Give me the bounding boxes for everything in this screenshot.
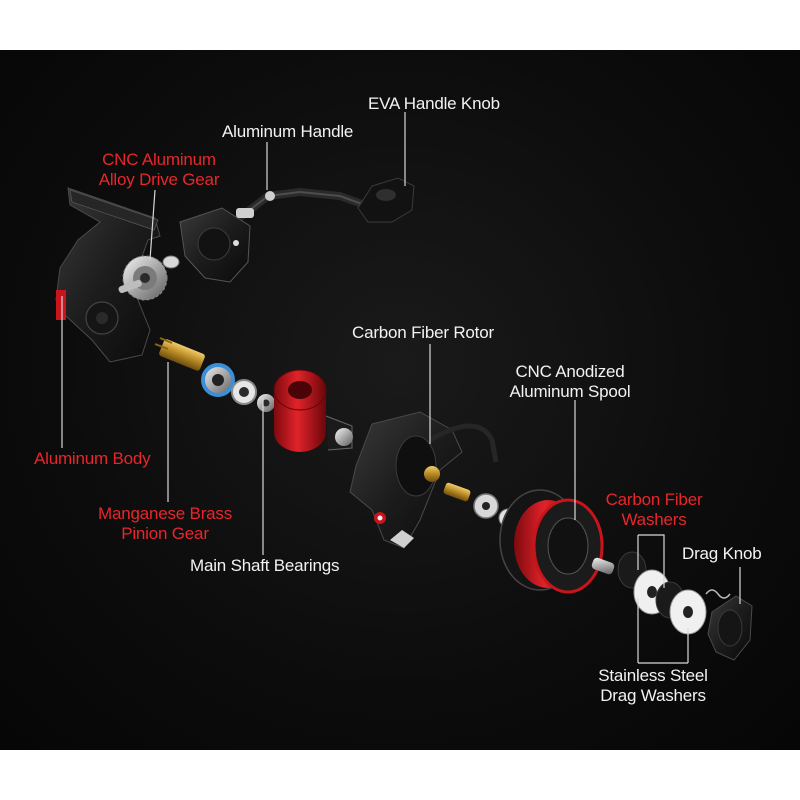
label-aluminum-body: Aluminum Body — [34, 449, 151, 468]
spool-icon — [499, 489, 615, 594]
leader-lines — [61, 112, 741, 664]
drag-washer-icon — [617, 551, 731, 635]
label-ss-washers-line2: Drag Washers — [600, 686, 706, 705]
drag-knob-icon — [707, 595, 753, 661]
label-cf-washers-line2: Washers — [621, 510, 687, 529]
leader-cf-washers — [637, 534, 665, 588]
label-ss-washers-line1: Stainless Steel — [598, 666, 708, 685]
rotor-icon — [349, 411, 499, 549]
label-spool: CNC Anodized Aluminum Spool — [502, 362, 638, 402]
label-aluminum-handle: Aluminum Handle — [222, 122, 354, 141]
label-spool-line1: CNC Anodized — [515, 362, 625, 381]
leader-ss-washers — [637, 598, 689, 664]
cover-icon — [179, 207, 251, 283]
bearing-icon — [201, 363, 275, 412]
label-ss-washers: Stainless Steel Drag Washers — [592, 666, 714, 706]
pinion-icon — [154, 337, 205, 371]
label-pinion-line1: Manganese Brass — [97, 504, 233, 523]
label-pinion-gear: Manganese Brass Pinion Gear — [94, 504, 236, 544]
reel-body-icon — [55, 187, 161, 363]
label-cf-washers: Carbon Fiber Washers — [600, 490, 708, 530]
label-main-shaft-bearings: Main Shaft Bearings — [190, 556, 340, 575]
label-cf-washers-line1: Carbon Fiber — [605, 490, 703, 509]
label-carbon-fiber-rotor: Carbon Fiber Rotor — [352, 323, 494, 342]
label-drag-knob: Drag Knob — [682, 544, 762, 563]
diagram-background — [0, 50, 800, 750]
label-drive-gear-line2: Alloy Drive Gear — [98, 170, 220, 189]
label-drive-gear-line1: CNC Aluminum — [102, 150, 216, 169]
label-drive-gear: CNC Aluminum Alloy Drive Gear — [96, 150, 222, 190]
label-spool-line2: Aluminum Spool — [509, 382, 631, 401]
label-pinion-line2: Pinion Gear — [121, 524, 209, 543]
label-eva-handle-knob: EVA Handle Knob — [368, 94, 500, 113]
gear-icon — [118, 255, 180, 301]
leader-drive-gear — [149, 189, 156, 261]
handle-icon — [236, 187, 366, 220]
knob-icon — [357, 177, 415, 223]
rotor-cup-icon — [273, 369, 353, 452]
